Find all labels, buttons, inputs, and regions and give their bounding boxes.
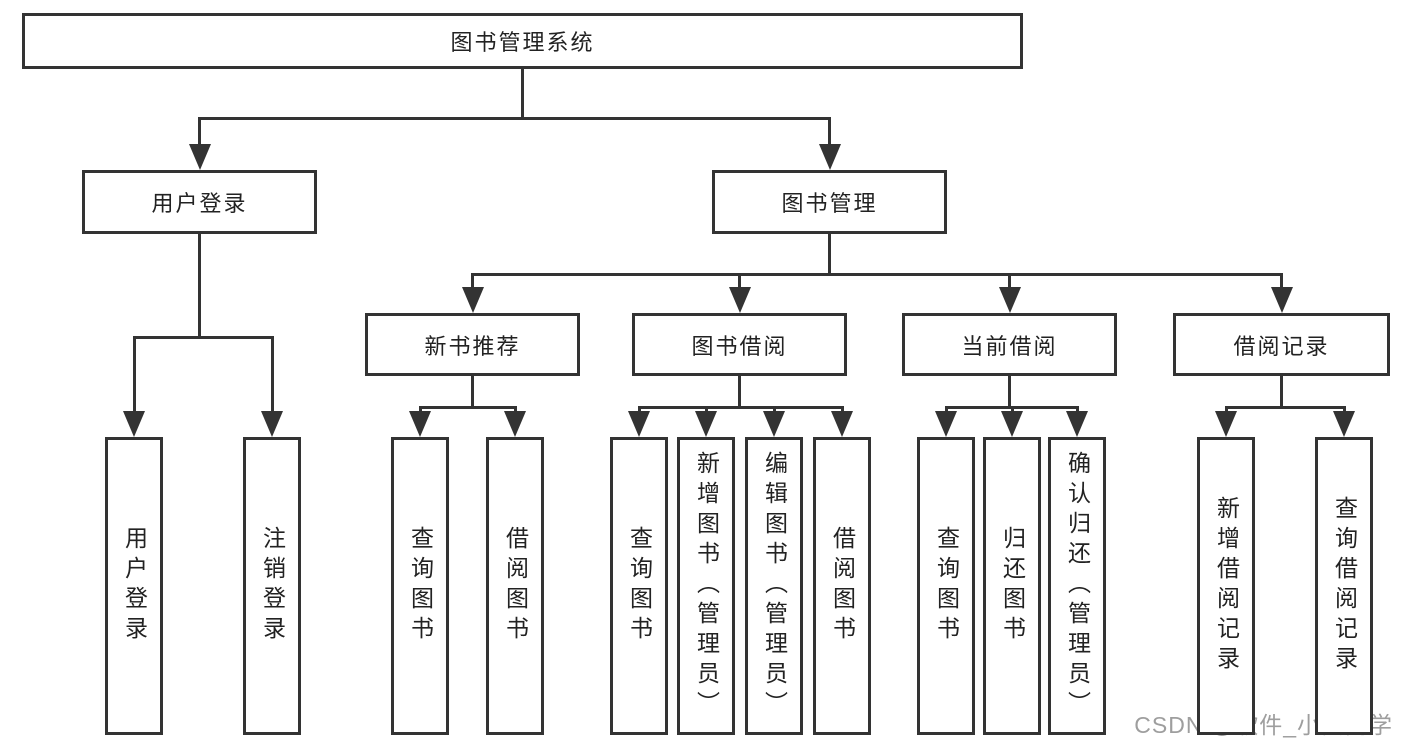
node-label-current-borrowing: 当前借阅 [961,333,1058,359]
arrow-down-icon [999,287,1021,313]
connector-drop [773,406,776,412]
node-book-management: 图书管理 [712,170,947,234]
arrow-down-icon [1215,411,1237,437]
connector-stem [738,376,741,409]
connector-drop [133,336,136,412]
node-add-borrow-record: 新增借阅记录 [1197,437,1255,735]
connector-drop [841,406,844,412]
connector-drop [271,336,274,412]
connector-drop [705,406,708,412]
arrow-down-icon [1333,411,1355,437]
connector-drop [514,406,517,412]
node-label-book-management: 图书管理 [781,191,878,216]
arrow-down-icon [729,287,751,313]
arrow-down-icon [628,411,650,437]
node-label-add-books-admin: 新增图书（管理员） [693,451,720,721]
arrow-down-icon [1001,411,1023,437]
node-query-books-borrowing: 查询图书 [610,437,668,735]
arrow-down-icon [123,411,145,437]
node-borrowing-records: 借阅记录 [1173,313,1390,376]
arrow-down-icon [763,411,785,437]
connector-drop [638,406,641,412]
node-label-borrow-books-recommend: 借阅图书 [502,526,529,646]
node-label-logout-user: 注销登录 [259,526,286,646]
connector-drop [738,273,741,288]
node-label-query-books-recommend: 查询图书 [407,526,434,646]
connector-drop [471,273,474,288]
node-borrow-books: 借阅图书 [813,437,871,735]
connector-drop [1011,406,1014,412]
node-label-confirm-return-admin: 确认归还（管理员） [1064,451,1091,721]
node-borrow-books-recommend: 借阅图书 [486,437,544,735]
node-current-borrowing: 当前借阅 [902,313,1117,376]
node-new-book-recommend: 新书推荐 [365,313,580,376]
connector-branch [419,406,517,409]
connector-drop [1280,273,1283,288]
connector-drop [1343,406,1346,412]
arrow-down-icon [935,411,957,437]
connector-branch [133,336,274,339]
connector-drop [1008,273,1011,288]
connector-stem [828,234,831,276]
node-user-login: 用户登录 [82,170,317,234]
node-query-borrow-record: 查询借阅记录 [1315,437,1373,735]
arrow-down-icon [261,411,283,437]
arrow-down-icon [1271,287,1293,313]
connector-drop [419,406,422,412]
connector-branch [198,117,831,120]
node-label-root: 图书管理系统 [450,30,595,55]
node-label-login-user: 用户登录 [121,526,148,646]
node-book-borrowing: 图书借阅 [632,313,847,376]
node-label-borrowing-records: 借阅记录 [1233,333,1330,359]
node-label-query-books-current: 查询图书 [933,526,960,646]
arrow-down-icon [831,411,853,437]
arrow-down-icon [409,411,431,437]
connector-drop [198,117,201,145]
arrow-down-icon [695,411,717,437]
node-logout-user: 注销登录 [243,437,301,735]
node-label-book-borrowing: 图书借阅 [691,333,788,359]
node-query-books-recommend: 查询图书 [391,437,449,735]
connector-stem [198,234,201,339]
connector-drop [945,406,948,412]
connector-stem [471,376,474,409]
node-query-books-current: 查询图书 [917,437,975,735]
arrow-down-icon [189,144,211,170]
connector-stem [1008,376,1011,409]
connector-drop [1225,406,1228,412]
node-root: 图书管理系统 [22,13,1023,69]
node-label-user-login: 用户登录 [151,191,248,216]
node-label-new-book-recommend: 新书推荐 [424,333,521,359]
node-add-books-admin: 新增图书（管理员） [677,437,735,735]
connector-drop [1076,406,1079,412]
arrow-down-icon [462,287,484,313]
node-label-query-borrow-record: 查询借阅记录 [1331,496,1358,676]
arrow-down-icon [819,144,841,170]
node-login-user: 用户登录 [105,437,163,735]
node-label-edit-books-admin: 编辑图书（管理员） [761,451,788,721]
connector-branch [638,406,844,409]
node-label-return-books: 归还图书 [999,526,1026,646]
node-label-query-books-borrowing: 查询图书 [626,526,653,646]
arrow-down-icon [1066,411,1088,437]
node-edit-books-admin: 编辑图书（管理员） [745,437,803,735]
connector-stem [521,69,524,120]
node-label-borrow-books: 借阅图书 [829,526,856,646]
connector-drop [828,117,831,145]
connector-branch [471,273,1283,276]
node-label-add-borrow-record: 新增借阅记录 [1213,496,1240,676]
node-return-books: 归还图书 [983,437,1041,735]
connector-branch [1225,406,1346,409]
arrow-down-icon [504,411,526,437]
connector-stem [1280,376,1283,409]
node-confirm-return-admin: 确认归还（管理员） [1048,437,1106,735]
